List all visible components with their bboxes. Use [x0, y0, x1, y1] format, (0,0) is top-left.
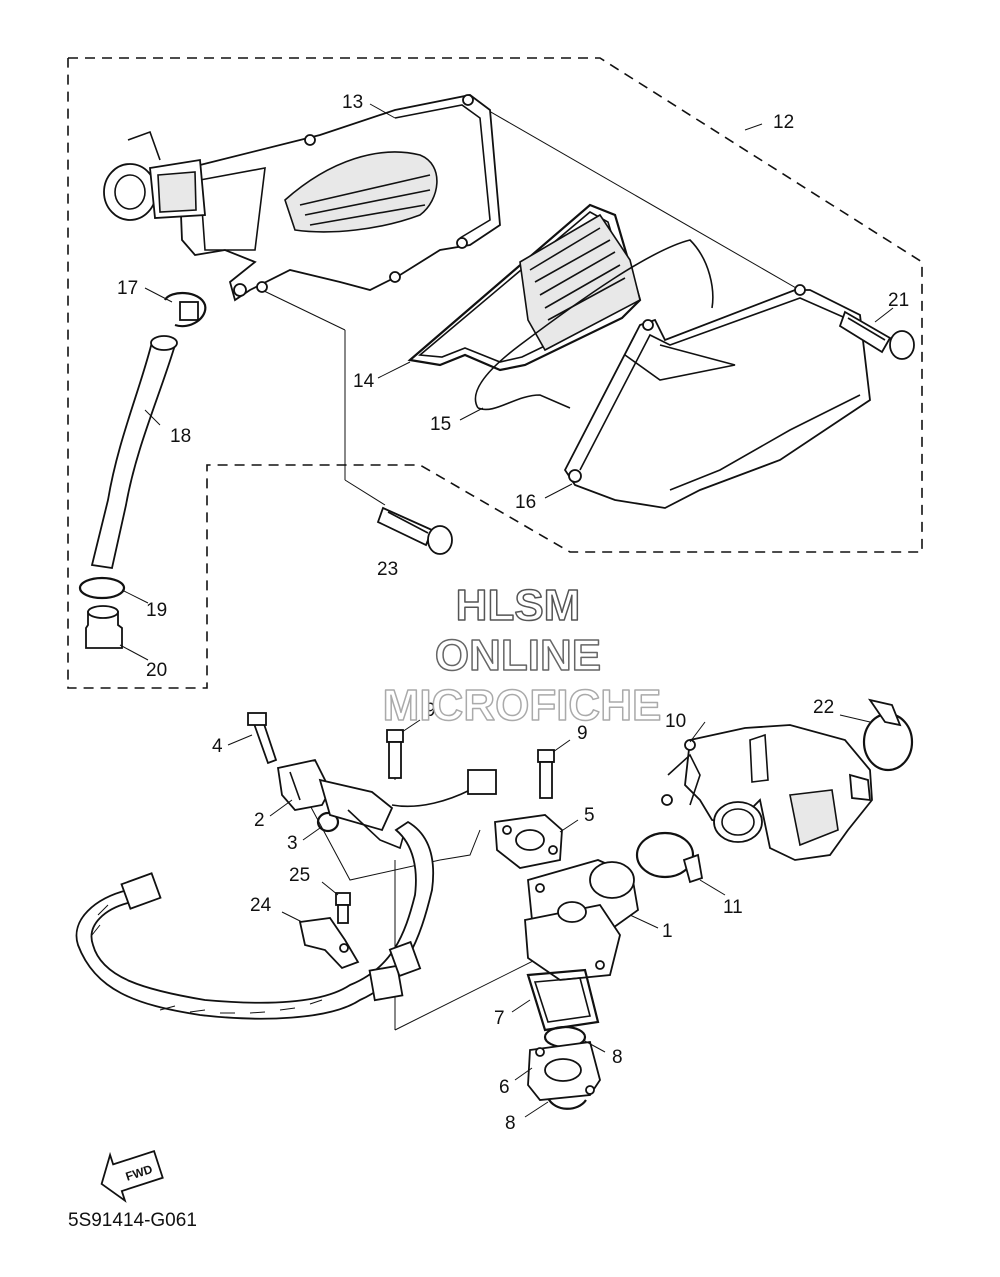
callout-16: 16	[515, 492, 536, 513]
callout-labels: 13 12 17 21 14 15 18 16 23 19 20 9 10 22…	[117, 92, 909, 1134]
throttle-body-10[interactable]	[661, 724, 873, 861]
insulator-5[interactable]	[494, 814, 563, 869]
callout-25: 25	[289, 865, 310, 886]
air-filter-element[interactable]	[474, 213, 714, 411]
watermark-line1: HLSM	[456, 581, 581, 630]
o-ring-3[interactable]	[316, 811, 340, 833]
clip-19[interactable]	[78, 576, 126, 600]
watermark-line3: MICROFICHE	[383, 681, 662, 730]
callout-14: 14	[353, 371, 375, 392]
breather-hose[interactable]	[90, 335, 178, 570]
callout-9b: 9	[577, 723, 588, 744]
gasket-7[interactable]	[526, 968, 600, 1032]
callout-21: 21	[888, 290, 909, 311]
callout-5: 5	[584, 805, 595, 826]
fwd-arrow-icon: FWD	[100, 1149, 164, 1203]
callout-11: 11	[723, 897, 743, 918]
callout-15: 15	[430, 414, 451, 435]
air-filter-case[interactable]	[563, 284, 871, 509]
fuel-hose[interactable]	[75, 820, 435, 1020]
callout-1: 1	[662, 921, 673, 942]
callout-17: 17	[117, 278, 138, 299]
callout-3: 3	[287, 833, 298, 854]
callout-12: 12	[773, 112, 794, 133]
o-ring-8b[interactable]	[547, 1097, 587, 1110]
leader-lines	[119, 103, 894, 1118]
joint-clamp-11[interactable]	[635, 831, 704, 884]
callout-22: 22	[813, 697, 834, 718]
drain-plug-20[interactable]	[85, 605, 123, 649]
callout-20: 20	[146, 660, 167, 681]
assembly-outline	[67, 57, 923, 689]
bolt-4[interactable]	[247, 712, 278, 765]
callout-10: 10	[665, 711, 686, 732]
intake-joint-1[interactable]	[524, 859, 639, 981]
diagram-code: 5S91414-G061	[68, 1210, 197, 1231]
callout-4: 4	[212, 736, 223, 757]
watermark-line2: ONLINE	[435, 631, 601, 680]
callout-2: 2	[254, 810, 265, 831]
flange-6[interactable]	[527, 1041, 601, 1101]
callout-7: 7	[494, 1008, 505, 1029]
callout-6: 6	[499, 1077, 510, 1098]
air-intake-duct[interactable]	[103, 94, 501, 302]
callout-23: 23	[377, 559, 398, 580]
bracket-24[interactable]	[298, 917, 360, 970]
injector-body[interactable]	[318, 769, 497, 850]
bolt-9a[interactable]	[386, 729, 404, 779]
bolt-9b[interactable]	[537, 749, 555, 799]
callout-8b: 8	[505, 1113, 516, 1134]
callout-8a: 8	[612, 1047, 623, 1068]
callout-19: 19	[146, 600, 167, 621]
callout-18: 18	[170, 426, 191, 447]
screw-21[interactable]	[838, 310, 915, 360]
joint-clamp-22[interactable]	[862, 698, 914, 772]
bolt-25[interactable]	[335, 892, 351, 924]
callout-13: 13	[342, 92, 363, 113]
hose-clamp-17[interactable]	[164, 292, 207, 328]
callout-9a: 9	[425, 700, 436, 721]
callout-24: 24	[250, 895, 272, 916]
watermark: HLSM ONLINE MICROFICHE	[382, 580, 662, 731]
screw-23[interactable]	[376, 506, 453, 555]
injector-joint-2[interactable]	[276, 758, 332, 811]
